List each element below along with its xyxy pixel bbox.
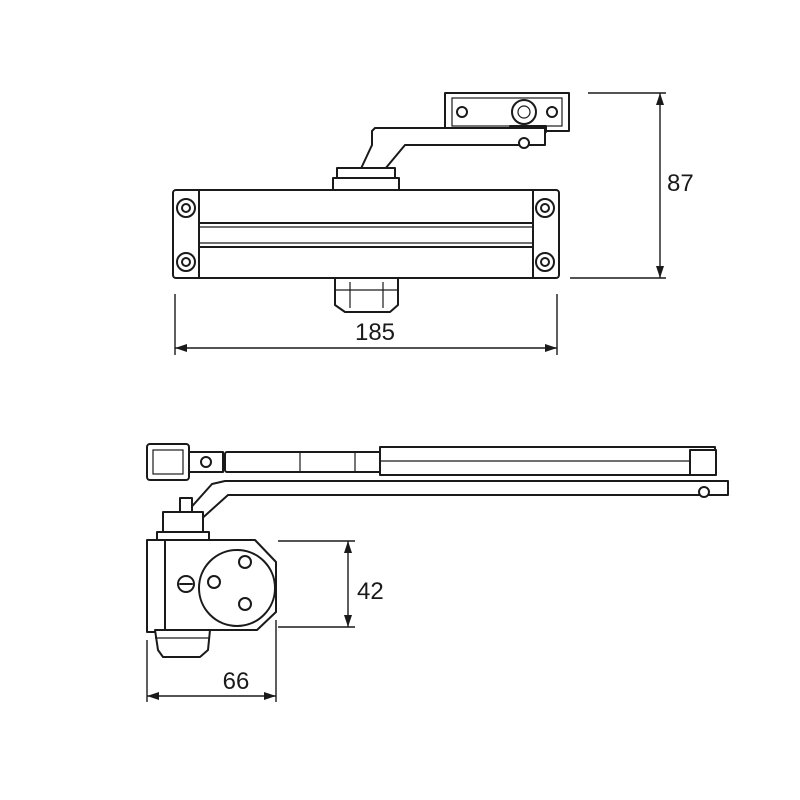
dimension-label-185: 185 [355, 319, 395, 346]
side-view: 42 66 [146, 443, 729, 702]
body-screws [176, 198, 555, 272]
side-lower-arm [177, 480, 729, 523]
top-view: 185 87 [172, 92, 694, 355]
closer-body [172, 189, 560, 279]
dimension-width-185: 185 [174, 294, 558, 355]
dimension-height-42: 42 [278, 540, 384, 628]
side-body [146, 539, 277, 633]
arm-mounting-bracket [444, 92, 570, 133]
dimension-label-87: 87 [667, 170, 694, 197]
side-spindle [156, 497, 210, 543]
side-arm [224, 446, 717, 476]
spindle-top [332, 167, 400, 191]
dimension-label-42: 42 [357, 578, 384, 605]
dimension-label-66: 66 [223, 668, 250, 695]
side-bracket [146, 443, 224, 481]
adjustment-valve [334, 277, 399, 313]
side-valve [154, 629, 211, 658]
dimension-width-66: 66 [146, 620, 277, 702]
dimension-height-87: 87 [570, 92, 694, 279]
